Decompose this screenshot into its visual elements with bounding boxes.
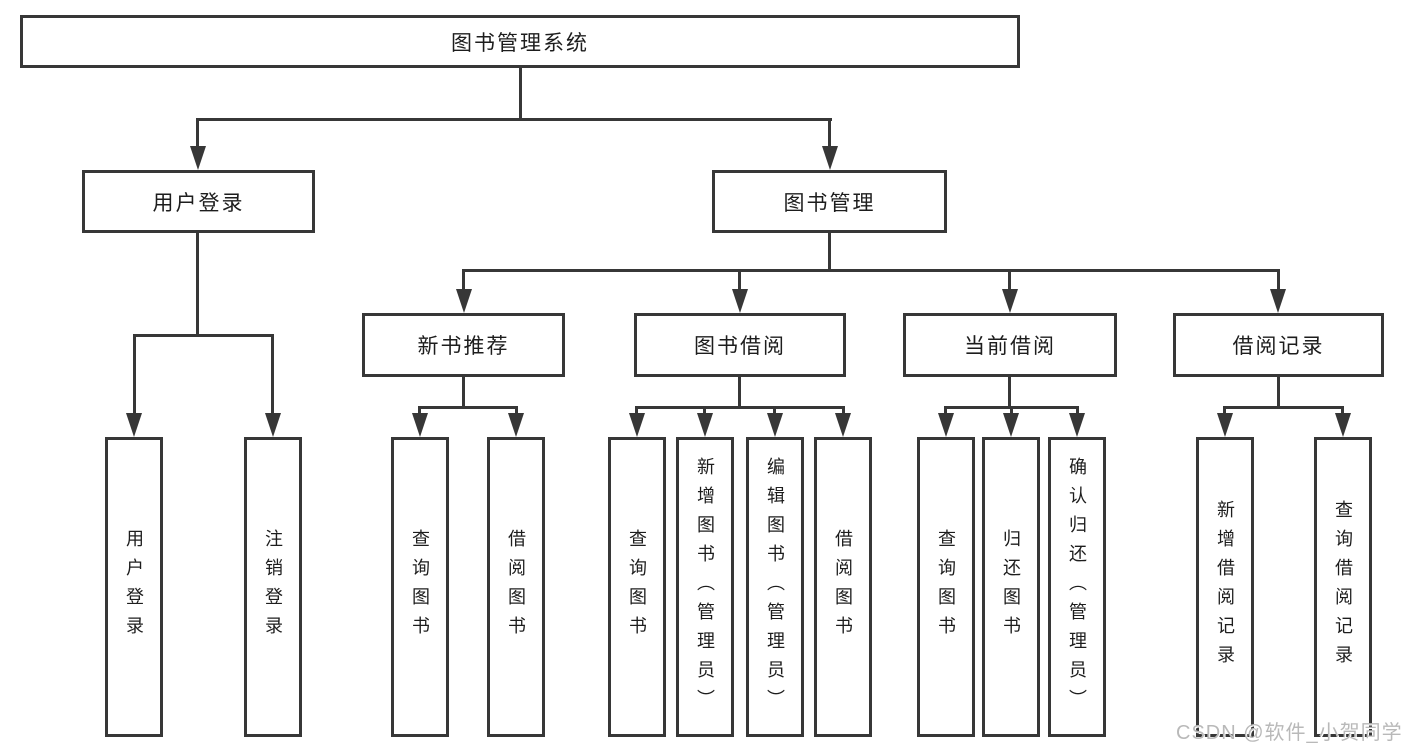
node-book-borrow: 图书借阅 [634, 313, 846, 377]
connector-new-book-stub [462, 377, 465, 409]
connector-drop-leaf-logout [271, 334, 274, 415]
node-borrow-record: 借阅记录 [1173, 313, 1384, 377]
leaf-borrow-books-recommend: 借阅图书 [487, 437, 545, 737]
connector-drop-br-query [1341, 406, 1344, 415]
connector-drop-user-login [196, 118, 199, 148]
arrow-to-bb-borrow [835, 413, 851, 437]
arrow-to-current-borrow [1002, 289, 1018, 313]
arrow-to-book-borrow [732, 289, 748, 313]
leaf-logout: 注销登录 [244, 437, 302, 737]
leaf-query-books-current: 查询图书 [917, 437, 975, 737]
node-current-borrow: 当前借阅 [903, 313, 1117, 377]
connector-current-borrow-stub [1008, 377, 1011, 409]
connector-drop-cb-query [944, 406, 947, 415]
connector-drop-bb-borrow [842, 406, 845, 415]
connector-drop-borrow-record [1277, 269, 1280, 291]
arrow-to-book-management [822, 146, 838, 170]
connector-drop-book-management [828, 118, 831, 148]
leaf-confirm-return-admin: 确认归还（管理员） [1048, 437, 1106, 737]
arrow-to-nb-query [412, 413, 428, 437]
connector-book-borrow-rail [635, 406, 845, 409]
arrow-to-bb-edit [767, 413, 783, 437]
connector-drop-bb-query [635, 406, 638, 415]
leaf-borrow-books: 借阅图书 [814, 437, 872, 737]
arrow-to-cb-query [938, 413, 954, 437]
arrow-to-user-login [190, 146, 206, 170]
arrow-to-leaf-logout [265, 413, 281, 437]
node-root-library-system: 图书管理系统 [20, 15, 1020, 68]
connector-book-borrow-stub [738, 377, 741, 409]
connector-drop-br-add [1223, 406, 1226, 415]
connector-drop-leaf-login [133, 334, 136, 415]
connector-root-rail [196, 118, 832, 121]
node-new-book-recommend: 新书推荐 [362, 313, 565, 377]
leaf-add-borrow-record: 新增借阅记录 [1196, 437, 1254, 737]
connector-drop-new-book [462, 269, 465, 291]
arrow-to-nb-borrow [508, 413, 524, 437]
arrow-to-cb-return [1003, 413, 1019, 437]
node-user-login: 用户登录 [82, 170, 315, 233]
leaf-query-borrow-record: 查询借阅记录 [1314, 437, 1372, 737]
leaf-add-books-admin: 新增图书（管理员） [676, 437, 734, 737]
arrow-to-cb-confirm [1069, 413, 1085, 437]
connector-drop-bb-edit [773, 406, 776, 415]
arrow-to-borrow-record [1270, 289, 1286, 313]
arrow-to-br-query [1335, 413, 1351, 437]
arrow-to-bb-add [697, 413, 713, 437]
connector-drop-cb-confirm [1076, 406, 1079, 415]
arrow-to-br-add [1217, 413, 1233, 437]
connector-drop-bb-add [703, 406, 706, 415]
connector-drop-nb-query [418, 406, 421, 415]
connector-user-login-rail [133, 334, 274, 337]
connector-drop-nb-borrow [515, 406, 518, 415]
leaf-return-books: 归还图书 [982, 437, 1040, 737]
leaf-user-login: 用户登录 [105, 437, 163, 737]
connector-new-book-rail [418, 406, 518, 409]
connector-drop-cb-return [1010, 406, 1013, 415]
connector-user-login-stub [196, 233, 199, 337]
csdn-watermark: CSDN @软件_小贺同学 [1176, 722, 1403, 744]
connector-root-stub [519, 68, 522, 121]
connector-book-management-stub [828, 233, 831, 272]
connector-borrow-record-stub [1277, 377, 1280, 409]
arrow-to-leaf-login [126, 413, 142, 437]
arrow-to-new-book [456, 289, 472, 313]
connector-book-management-rail [462, 269, 1280, 272]
connector-drop-current-borrow [1008, 269, 1011, 291]
leaf-edit-books-admin: 编辑图书（管理员） [746, 437, 804, 737]
leaf-query-books-recommend: 查询图书 [391, 437, 449, 737]
connector-drop-book-borrow [738, 269, 741, 291]
arrow-to-bb-query [629, 413, 645, 437]
leaf-query-books-borrow: 查询图书 [608, 437, 666, 737]
connector-borrow-record-rail [1223, 406, 1344, 409]
node-book-management: 图书管理 [712, 170, 947, 233]
